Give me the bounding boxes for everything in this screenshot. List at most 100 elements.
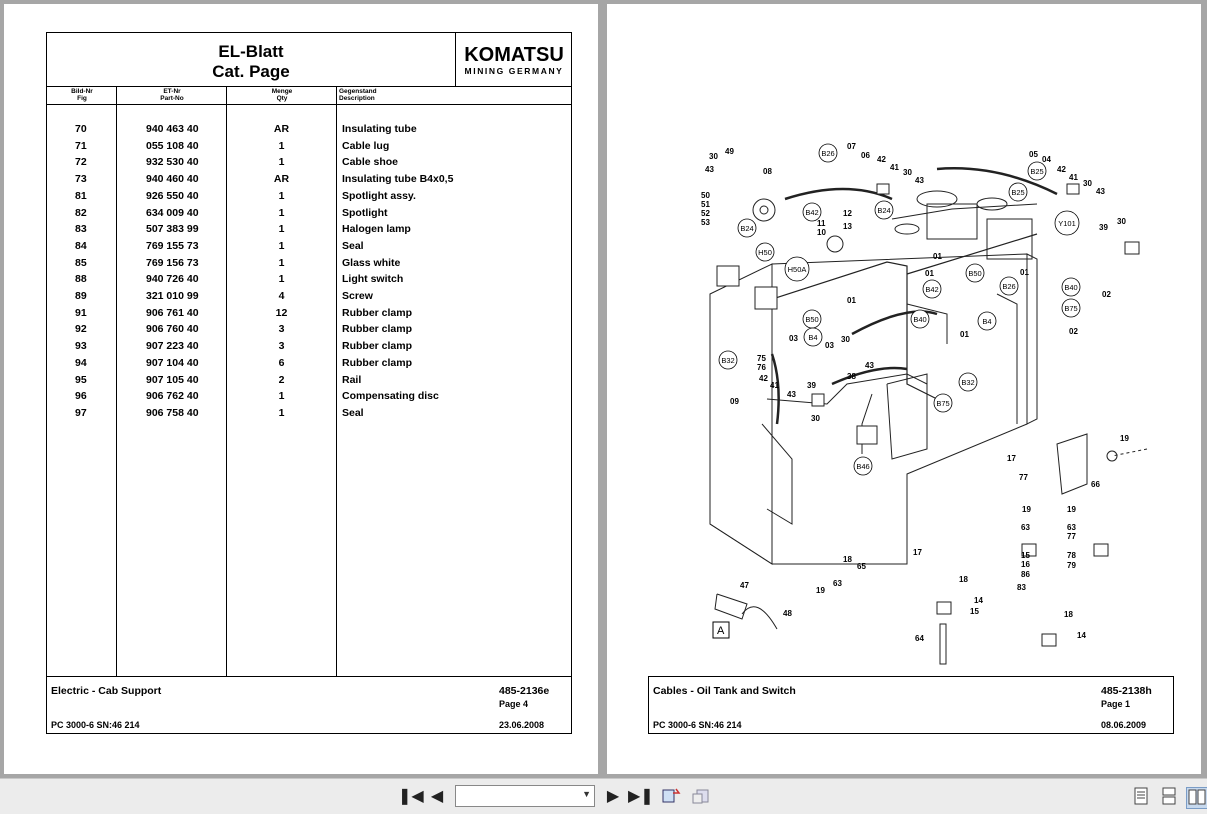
prev-page-icon[interactable]: ◀ bbox=[430, 788, 444, 805]
row-fig: 71 bbox=[75, 139, 87, 152]
row-part-no: 321 010 99 bbox=[146, 290, 199, 302]
item-number: 19 bbox=[1067, 505, 1076, 514]
callout-label: B50 bbox=[805, 315, 818, 324]
callout-label: H50A bbox=[788, 265, 807, 274]
row-desc: Halogen lamp bbox=[342, 223, 411, 236]
row-fig: 92 bbox=[75, 323, 87, 336]
callout-label: B75 bbox=[1064, 304, 1077, 313]
viewer-toolbar: ❚◀ ◀ ▼ ▶ ▶❚ bbox=[0, 778, 1207, 814]
callout-circle: B25 bbox=[1008, 182, 1028, 202]
item-number: 47 bbox=[740, 581, 749, 590]
title-line-1: EL-Blatt bbox=[218, 42, 284, 61]
item-number: 76 bbox=[757, 363, 766, 372]
item-number: 39 bbox=[1099, 223, 1108, 232]
row-part-no: 634 009 40 bbox=[146, 206, 199, 219]
row-fig: 84 bbox=[75, 239, 87, 252]
callout-circle: B26 bbox=[999, 276, 1019, 296]
row-qty: 1 bbox=[278, 223, 285, 236]
row-qty: AR bbox=[273, 173, 290, 186]
footer-doc-no: 485-2136e bbox=[499, 685, 550, 697]
go-back-view-icon[interactable] bbox=[660, 787, 682, 807]
item-number: 63 bbox=[1067, 523, 1076, 532]
callout-label: B32 bbox=[961, 378, 974, 387]
callout-label: B4 bbox=[808, 333, 817, 342]
row-qty: 1 bbox=[278, 406, 285, 419]
row-qty: AR bbox=[273, 123, 290, 135]
first-page-icon[interactable]: ❚◀ bbox=[398, 788, 424, 805]
row-fig: 89 bbox=[75, 290, 87, 302]
item-number: 12 bbox=[843, 209, 852, 218]
item-number: 15 bbox=[1021, 551, 1030, 560]
callout-label: B42 bbox=[925, 285, 938, 294]
row-qty: 6 bbox=[278, 356, 285, 369]
callout-circle: B26 bbox=[818, 143, 838, 163]
callout-circle: Y101 bbox=[1054, 210, 1080, 236]
item-number: 66 bbox=[1091, 480, 1100, 489]
footer-title: Electric - Cab Support bbox=[51, 685, 162, 697]
callout-circle: B24 bbox=[874, 200, 894, 220]
row-part-no: 906 761 40 bbox=[146, 306, 199, 319]
row-part-no: 932 530 40 bbox=[146, 156, 199, 169]
row-desc: Light switch bbox=[342, 273, 404, 286]
row-part-no: 906 758 40 bbox=[146, 406, 199, 419]
item-number: 43 bbox=[705, 165, 714, 174]
item-number: 19 bbox=[816, 586, 825, 595]
facing-view-icon[interactable] bbox=[1186, 787, 1207, 809]
item-number: 09 bbox=[730, 397, 739, 406]
row-desc: Cable shoe bbox=[342, 156, 399, 169]
row-desc: Rail bbox=[342, 373, 362, 386]
item-number: 52 bbox=[701, 209, 710, 218]
row-fig: 88 bbox=[75, 273, 87, 286]
right-footer-date: 08.06.2009 bbox=[1101, 720, 1147, 730]
callout-label: B32 bbox=[721, 356, 734, 365]
row-part-no: 940 726 40 bbox=[146, 273, 199, 286]
go-forward-view-icon[interactable] bbox=[690, 787, 712, 807]
item-number: 01 bbox=[1020, 268, 1029, 277]
last-page-icon[interactable]: ▶❚ bbox=[628, 788, 654, 805]
callout-circle: H50 bbox=[755, 242, 775, 262]
callout-circle: B75 bbox=[1061, 298, 1081, 318]
footer-page: Page 4 bbox=[499, 699, 529, 709]
item-number: 48 bbox=[783, 609, 792, 618]
callout-circle: B40 bbox=[1061, 277, 1081, 297]
callout-label: B26 bbox=[1002, 282, 1015, 291]
item-number: 04 bbox=[1042, 155, 1051, 164]
item-number: 78 bbox=[1067, 551, 1076, 560]
row-desc: Spotlight assy. bbox=[342, 189, 416, 202]
row-qty: 2 bbox=[278, 373, 285, 386]
row-desc: Insulating tube bbox=[342, 123, 417, 135]
page-number-select[interactable]: ▼ bbox=[455, 785, 595, 807]
row-part-no: 907 105 40 bbox=[146, 373, 199, 386]
item-number: 18 bbox=[959, 575, 968, 584]
row-qty: 1 bbox=[278, 189, 285, 202]
callout-circle: B50 bbox=[802, 309, 822, 329]
item-number: 41 bbox=[1069, 173, 1078, 182]
callout-circle: B32 bbox=[958, 372, 978, 392]
item-number: 30 bbox=[811, 414, 820, 423]
row-qty: 1 bbox=[278, 156, 285, 169]
title-line-2: Cat. Page bbox=[212, 62, 290, 81]
row-part-no: 907 223 40 bbox=[146, 340, 199, 353]
continuous-view-icon[interactable] bbox=[1160, 787, 1178, 807]
row-part-no: 926 550 40 bbox=[146, 189, 199, 202]
item-number: 02 bbox=[1069, 327, 1078, 336]
row-qty: 4 bbox=[278, 290, 285, 302]
callout-label: B50 bbox=[968, 269, 981, 278]
view-a-label: A bbox=[717, 625, 725, 637]
single-page-view-icon[interactable] bbox=[1132, 787, 1150, 807]
next-page-icon[interactable]: ▶ bbox=[606, 788, 620, 805]
row-desc: Spotlight bbox=[342, 206, 388, 219]
item-number: 17 bbox=[1007, 454, 1016, 463]
callout-label: B25 bbox=[1030, 167, 1043, 176]
row-desc: Rubber clamp bbox=[342, 356, 413, 369]
row-fig: 73 bbox=[75, 173, 87, 186]
row-qty: 1 bbox=[278, 273, 285, 286]
